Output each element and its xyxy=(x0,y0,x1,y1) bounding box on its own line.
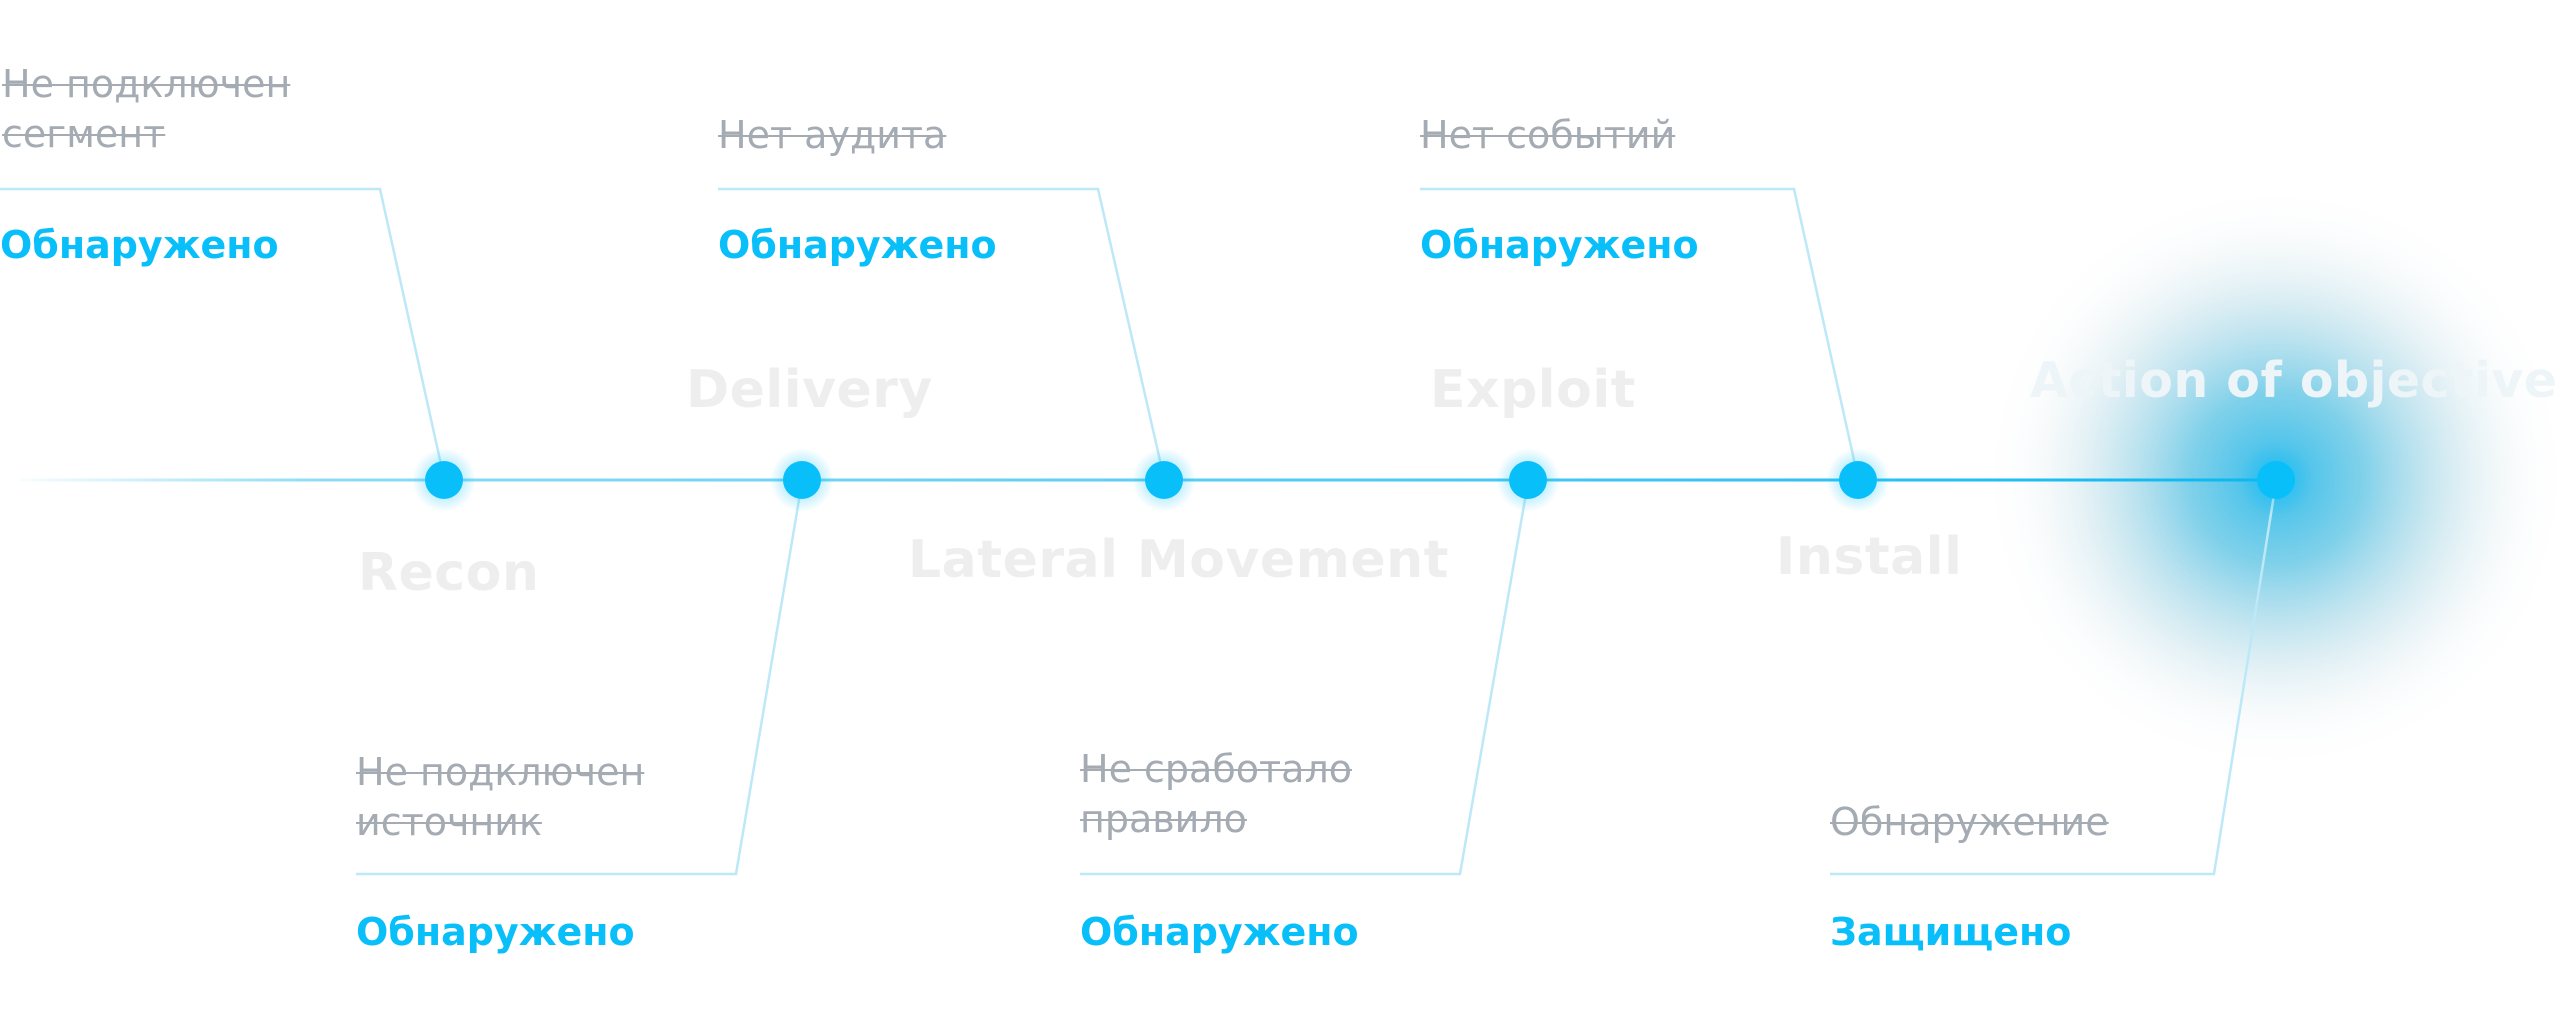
stage-node-action xyxy=(2240,444,2312,516)
stage-label-lateral-movement: Lateral Movement xyxy=(908,530,1449,590)
stage-label-recon: Recon xyxy=(358,543,540,603)
stage-label-delivery: Delivery xyxy=(686,360,933,420)
stage-label-install: Install xyxy=(1776,527,1963,587)
stage-label-exploit: Exploit xyxy=(1430,360,1637,420)
callout-delivery-after: Обнаружено xyxy=(356,910,635,954)
callout-install-after: Обнаружено xyxy=(1420,223,1699,267)
stage-node-delivery xyxy=(770,448,834,512)
callout-connector-recon xyxy=(0,187,446,479)
stage-label-action-of-objective: Action of objective xyxy=(2030,352,2558,409)
callout-connector-action xyxy=(1830,481,2278,876)
callout-connector-exploit xyxy=(1080,481,1530,876)
callout-lateral-movement-after: Обнаружено xyxy=(718,223,997,267)
callout-action-after: Защищено xyxy=(1830,910,2072,954)
callout-connector-install xyxy=(1420,187,1860,479)
callout-connector-lateral-movement xyxy=(718,187,1166,479)
callout-recon-before: Не подключен сегмент xyxy=(2,62,291,156)
callout-lateral-movement-before: Нет аудита xyxy=(718,113,947,157)
callout-connector-delivery xyxy=(356,481,804,876)
stage-node-exploit xyxy=(1496,448,1560,512)
stage-node-lateral-movement xyxy=(1132,448,1196,512)
callout-exploit-after: Обнаружено xyxy=(1080,910,1359,954)
callout-install-before: Нет событий xyxy=(1420,113,1676,157)
callout-recon-after: Обнаружено xyxy=(0,223,279,267)
callout-action-before: Обнаружение xyxy=(1830,800,2109,844)
callout-delivery-before: Не подключен источник xyxy=(356,750,645,844)
stage-node-recon xyxy=(412,448,476,512)
stage-node-install xyxy=(1826,448,1890,512)
callout-exploit-before: Не сработало правило xyxy=(1080,747,1352,841)
